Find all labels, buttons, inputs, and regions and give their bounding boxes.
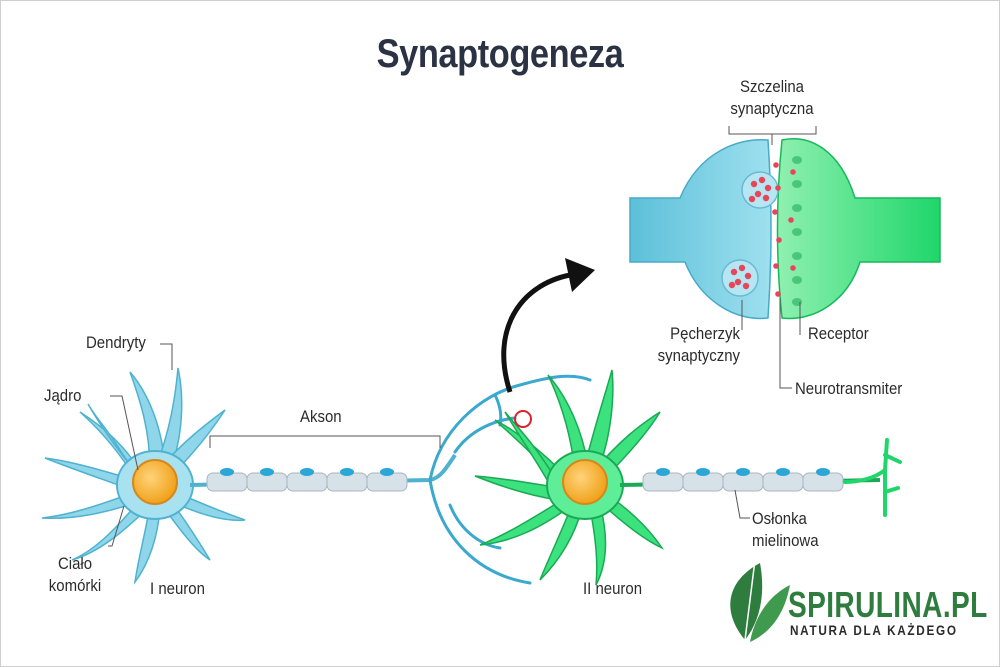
synapse-detail [629,138,941,320]
brand-tagline: NATURA DLA KAŻDEGO [790,622,958,638]
label-synaptic-vesicle: Pęcherzyk synaptyczny [657,324,740,365]
label-nucleus: Jądro [44,386,82,405]
neuron-2 [474,369,902,586]
label-neurotransmitter: Neurotransmiter [795,379,903,398]
label-myelin-sheath: Osłonka mielinowa [752,509,819,550]
myelin-segments-2 [642,472,844,492]
label-neuron-1: I neuron [150,579,205,598]
label-synaptic-cleft: Szczelina synaptyczna [730,77,814,118]
leaf-icon [730,559,790,642]
leader-lines [108,126,817,547]
neuron-1 [41,367,592,585]
label-axon: Akson [300,407,342,426]
label-cell-body: Ciało komórki [48,554,102,595]
synapse-marker [514,410,532,428]
label-neuron-2: II neuron [583,579,643,598]
brand-name: SPIRULINA.PL [788,584,988,625]
nucleus-2 [562,459,608,505]
nucleus-1 [132,459,178,505]
label-dendrites: Dendryty [86,333,146,352]
label-receptor: Receptor [808,324,869,343]
zoom-arrow [501,258,595,393]
diagram-title: Synaptogeneza [376,32,624,76]
myelin-segments-1 [206,472,408,492]
